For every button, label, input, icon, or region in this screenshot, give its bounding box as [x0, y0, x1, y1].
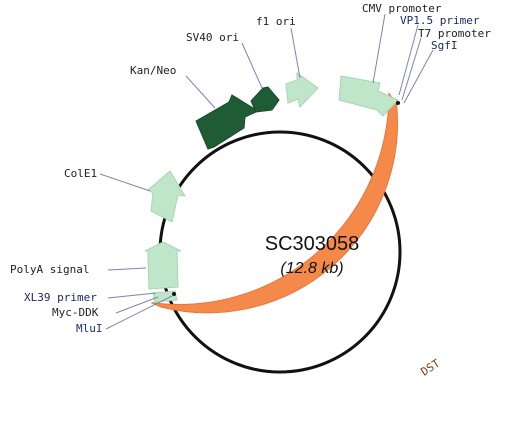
label-t7-promoter: T7 promoter [418, 27, 491, 40]
label-sv40-ori: SV40 ori [186, 31, 239, 44]
leader-mycddk [115, 296, 159, 314]
site-mlui-marker [172, 292, 176, 296]
label-cole1: ColE1 [64, 167, 97, 180]
feature-cmv-promoter [338, 75, 399, 117]
label-cmv-promoter: CMV promoter [362, 2, 442, 15]
leader-t7 [401, 37, 422, 101]
label-dst: DST [419, 357, 443, 379]
leader-mlui [105, 295, 173, 330]
leader-f1 [290, 27, 301, 79]
leader-sgfi [403, 49, 434, 104]
feature-myc-ddk [152, 290, 178, 303]
leader-vp15 [398, 24, 419, 96]
feature-sv40-ori [250, 86, 280, 113]
label-myc-ddk: Myc-DDK [52, 306, 99, 319]
leader-sv40 [241, 42, 263, 89]
label-polya-signal: PolyA signal [10, 263, 89, 276]
label-xl39-primer: XL39 primer [24, 291, 97, 304]
label-f1-ori: f1 ori [256, 15, 296, 28]
insert-arc-dst [151, 91, 398, 314]
site-sgfi-marker [396, 101, 400, 105]
leader-kanneo [185, 75, 216, 109]
feature-cole1 [147, 170, 186, 223]
feature-kan-neo [195, 94, 260, 150]
label-vp15-primer: VP1.5 primer [400, 14, 480, 27]
feature-f1-ori [285, 72, 319, 109]
leader-polya [107, 267, 147, 271]
leader-cole1 [99, 173, 151, 192]
plasmid-name: SC303058 [265, 233, 360, 255]
leader-cmv [372, 13, 386, 84]
plasmid-size: (12.8 kb) [280, 260, 343, 277]
feature-polya-signal [144, 241, 182, 290]
label-kan-neo: Kan/Neo [130, 64, 176, 77]
label-sgfi: SgfI [431, 39, 458, 52]
leader-xl39 [107, 292, 157, 299]
label-mlui: MluI [76, 322, 103, 335]
leader-lines [99, 13, 434, 330]
